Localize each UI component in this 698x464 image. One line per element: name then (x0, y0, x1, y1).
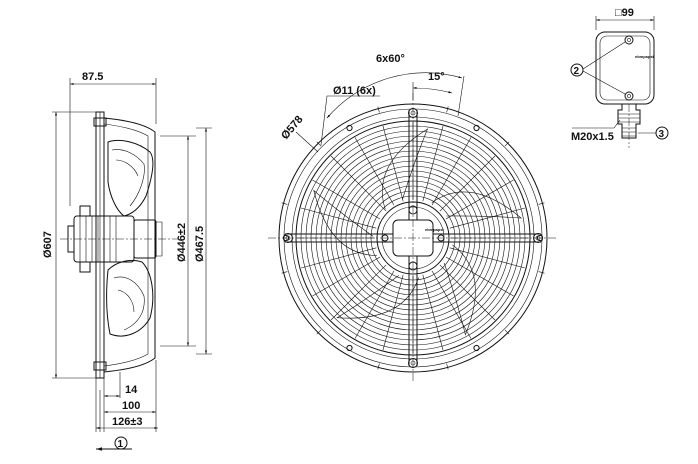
ring-tick (316, 329, 322, 335)
fan-blade (336, 275, 419, 319)
callout-2-label: 2 (574, 66, 580, 77)
ring-tick (446, 106, 449, 113)
guard-spoke (300, 247, 377, 269)
dim-overall-dia: Ø607 (42, 231, 54, 258)
callout-2-circle (570, 63, 584, 77)
dim-inner-dia-a: Ø446±2 (176, 223, 188, 262)
guard-spoke (422, 125, 444, 202)
dim-width-top: 87.5 (82, 71, 103, 83)
side-lug-top (93, 117, 107, 127)
box-brand: ebmpapst (635, 54, 655, 59)
terminal-box-body (595, 31, 655, 105)
fan-blade (382, 128, 429, 210)
front-brand: ebmpapst (425, 227, 445, 232)
guard-spoke (312, 256, 381, 297)
guard-spoke (330, 155, 387, 212)
callout-3-label: 3 (659, 129, 665, 140)
front-view: ebmpapst (268, 93, 558, 383)
mounting-hole (346, 124, 353, 132)
guard-spoke (449, 247, 526, 269)
mounting-hole (473, 124, 480, 132)
fan-blade (313, 189, 378, 256)
guard-spoke (422, 274, 444, 351)
fan-blade (443, 244, 476, 336)
ring-tick (504, 141, 510, 147)
guard-spoke (439, 264, 496, 321)
guard-spoke (354, 137, 395, 206)
dim-angle-offset: 15° (428, 71, 445, 83)
dim-hole-dia: Ø11 (6x) (333, 85, 376, 97)
ring-tick (281, 202, 288, 205)
dim-box-size: □99 (615, 7, 634, 19)
side-blade-upper (107, 139, 154, 217)
guard-spoke (354, 270, 395, 339)
guard-spoke (439, 155, 496, 212)
dim-depth-a: 14 (125, 384, 138, 396)
ring-tick (316, 141, 322, 147)
guard-spoke (445, 256, 514, 297)
fan-blades (313, 128, 523, 336)
ring-tick (377, 363, 380, 370)
guard-spoke (382, 274, 404, 351)
ring-tick (446, 363, 449, 370)
ring-tick (538, 202, 545, 205)
box-screw-top (624, 35, 634, 45)
guard-spoke (431, 137, 472, 206)
callout-1-label: 1 (118, 439, 124, 450)
dim-inner-dia-b: Ø467.5 (194, 226, 206, 262)
dim-bolt-circle: Ø578 (279, 114, 305, 142)
ring-tick (281, 271, 288, 274)
guard-spoke (330, 264, 387, 321)
dim-angle-spacing: 6x60° (376, 53, 405, 65)
guard-spoke (312, 179, 381, 220)
side-nozzle (103, 117, 156, 373)
ring-tick (504, 329, 510, 335)
box-screw-bottom (624, 91, 634, 101)
guard-spoke (431, 270, 472, 339)
ring-tick (538, 271, 545, 274)
callout-1-circle (114, 436, 128, 450)
side-dimensions: 87.5 Ø607 Ø446±2 Ø467.5 14 100 126±3 1 (42, 71, 212, 451)
dim-depth-c: 126±3 (112, 416, 143, 428)
dim-depth-b: 100 (122, 400, 140, 412)
guard-spoke (300, 207, 377, 229)
side-blade-lower (106, 259, 154, 337)
dim-gland: M20x1.5 (571, 131, 614, 143)
fan-blade (431, 191, 523, 219)
mounting-hole (473, 344, 480, 352)
guard-spoke (382, 125, 404, 202)
side-view (60, 111, 178, 379)
ring-tick (377, 106, 380, 113)
front-dimensions: 6x60° 15° Ø11 (6x) Ø578 (279, 53, 465, 153)
mounting-hole (346, 344, 353, 352)
guard-spoke (445, 179, 514, 220)
terminal-box-view: □99 ebmpapst 2 3 M20x1.5 (570, 7, 669, 148)
